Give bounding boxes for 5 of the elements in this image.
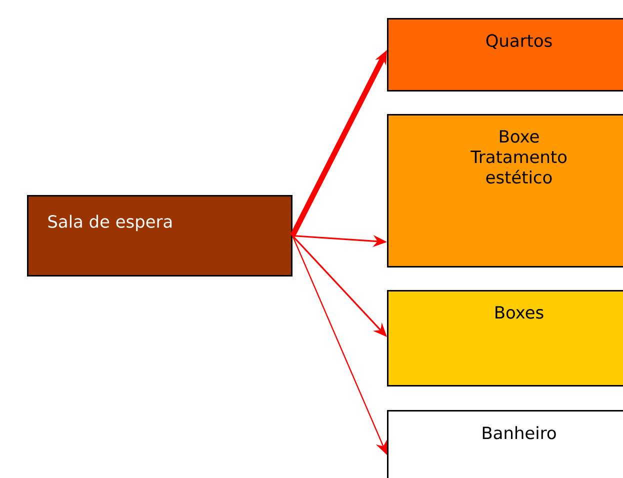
start-box: Sala de espera: [27, 195, 292, 276]
room-box: Boxe Tratamento estético: [387, 114, 623, 268]
room-box: Banheiro: [387, 410, 623, 478]
room-box: Boxes: [387, 290, 623, 386]
room-box: Quartos: [387, 18, 623, 92]
